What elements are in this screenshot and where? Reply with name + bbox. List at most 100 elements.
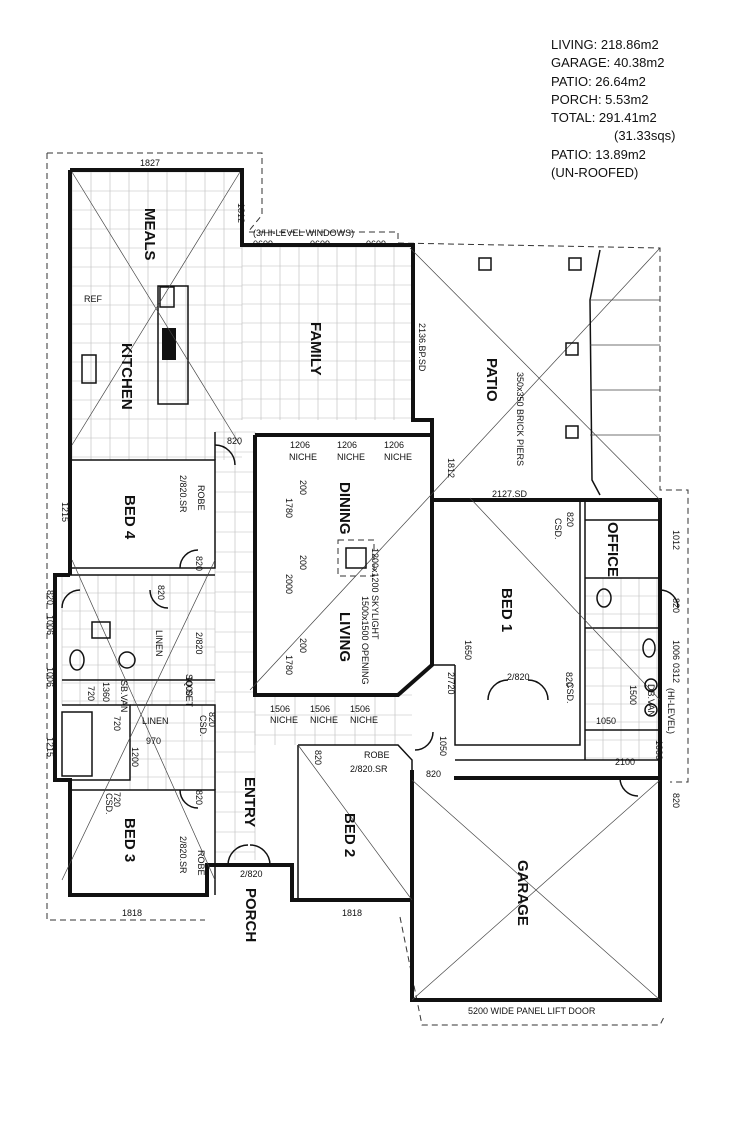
csd-label-3: CSD. bbox=[104, 793, 114, 815]
room-dining: DINING bbox=[336, 482, 353, 535]
brick-pier bbox=[478, 257, 492, 271]
dim-820-bed3: 820 bbox=[194, 790, 204, 805]
dim-1360: 1360 bbox=[101, 682, 111, 702]
dim-1506-a: 1506 bbox=[270, 704, 290, 714]
dim-820-ens: 820 bbox=[564, 672, 574, 687]
dim-0312: 0312 bbox=[671, 663, 681, 683]
bp-sd-label: 2136.BP.SD bbox=[417, 323, 427, 372]
area-total: TOTAL: 291.41m2 bbox=[551, 110, 657, 125]
area-schedule: LIVING: 218.86m2 GARAGE: 40.38m2 PATIO: … bbox=[551, 37, 675, 180]
dim-820-wir: 820 bbox=[565, 512, 575, 527]
dim-1012: 1012 bbox=[671, 530, 681, 550]
dim-820-office: 820 bbox=[671, 598, 681, 613]
niche-label-4: NICHE bbox=[270, 715, 298, 725]
room-family: FAMILY bbox=[307, 322, 324, 376]
room-living: LIVING bbox=[336, 612, 353, 662]
dim-200-c: 200 bbox=[298, 638, 308, 653]
room-bed2: BED 2 bbox=[341, 813, 358, 857]
dim-0609-c: 0609 bbox=[366, 239, 386, 249]
sr-820-bed2: 2/820.SR bbox=[350, 764, 388, 774]
basin-icon bbox=[118, 651, 136, 669]
area-living: LIVING: 218.86m2 bbox=[551, 37, 659, 52]
dim-820-hall: 820 bbox=[207, 712, 217, 727]
dim-1006-a: 1006 bbox=[45, 615, 55, 635]
dim-1215-b: 1215 bbox=[45, 737, 55, 757]
annotations: REF ROBE ROBE ROBE LINEN LINEN (3/HI-LEV… bbox=[84, 228, 676, 1016]
dim-720-b: 720 bbox=[112, 716, 122, 731]
fixtures bbox=[69, 588, 658, 717]
dim-1780-b: 1780 bbox=[284, 655, 294, 675]
dim-1812-b: 1812 bbox=[446, 458, 456, 478]
dim-1000-b: 1000 bbox=[184, 676, 194, 696]
dim-820-kitchen: 820 bbox=[227, 436, 242, 446]
dim-820-bath: 820 bbox=[156, 585, 166, 600]
interior-walls bbox=[61, 285, 660, 900]
dim-1780-a: 1780 bbox=[284, 498, 294, 518]
brick-pier bbox=[565, 342, 579, 356]
dim-1500: 1500 bbox=[628, 685, 638, 705]
dimensions: 1827 1812 1812 0609 0609 0609 820 1206 1… bbox=[45, 158, 681, 918]
toilet-icon bbox=[642, 638, 656, 658]
toilet-icon bbox=[69, 649, 85, 671]
dim-1818-a: 1818 bbox=[122, 908, 142, 918]
brick-piers-label: 350x350 BRICK PIERS bbox=[515, 372, 525, 466]
garage-door-label: 5200 WIDE PANEL LIFT DOOR bbox=[468, 1006, 596, 1016]
linen-label-2: LINEN bbox=[142, 716, 169, 726]
sr-820-bed4: 2/820.SR bbox=[178, 475, 188, 513]
csd-label-4: CSD. bbox=[198, 715, 208, 737]
area-squares: (31.33sqs) bbox=[614, 128, 675, 143]
roof-lines bbox=[61, 171, 661, 1001]
laundry-tub-icon bbox=[91, 621, 111, 639]
toilet-icon bbox=[596, 588, 612, 608]
dim-2100: 2100 bbox=[615, 757, 635, 767]
room-office: OFFICE bbox=[604, 522, 621, 577]
area-patio-unroofed: PATIO: 13.89m2 bbox=[551, 147, 646, 162]
area-porch: PORCH: 5.53m2 bbox=[551, 92, 649, 107]
dim-0609-b: 0609 bbox=[310, 239, 330, 249]
linen-label-1: LINEN bbox=[154, 630, 164, 657]
dim-2-720: 2/720 bbox=[446, 672, 456, 695]
room-meals: MEALS bbox=[141, 208, 158, 261]
sb-van-label: SB.VAN bbox=[119, 680, 129, 712]
robe-label-bed2: ROBE bbox=[364, 750, 390, 760]
room-entry: ENTRY bbox=[241, 777, 258, 827]
dim-1215-a: 1215 bbox=[60, 502, 70, 522]
room-bed3: BED 3 bbox=[121, 818, 138, 862]
room-garage: GARAGE bbox=[514, 860, 531, 926]
sr-820-bed3: 2/820.SR bbox=[178, 836, 188, 874]
dim-1506-c: 1506 bbox=[350, 704, 370, 714]
hi-level-windows-label: (3/HI-LEVEL WINDOWS) bbox=[253, 228, 354, 238]
robe-label-bed3: ROBE bbox=[196, 850, 206, 876]
robe-label-bed4: ROBE bbox=[196, 485, 206, 511]
skylight bbox=[337, 539, 375, 577]
room-porch: PORCH bbox=[242, 888, 259, 942]
csd-label-1: CSD. bbox=[553, 518, 563, 540]
dim-2-820-porch: 2/820 bbox=[240, 869, 263, 879]
dim-2000: 2000 bbox=[284, 574, 294, 594]
dim-1006-b: 1006 bbox=[45, 667, 55, 687]
dim-720-a: 720 bbox=[86, 686, 96, 701]
room-kitchen: KITCHEN bbox=[118, 343, 135, 410]
niche-label-1: NICHE bbox=[289, 452, 317, 462]
room-patio: PATIO bbox=[483, 358, 500, 402]
dim-1506-b: 1506 bbox=[310, 704, 330, 714]
dim-1006-c: 1006 bbox=[671, 640, 681, 660]
dim-1206-c: 1206 bbox=[384, 440, 404, 450]
patio-edge bbox=[478, 249, 660, 496]
dim-1812-a: 1812 bbox=[236, 203, 246, 223]
niche-label-5: NICHE bbox=[310, 715, 338, 725]
dim-720-c: 720 bbox=[112, 792, 122, 807]
dim-2-820-linen: 2/820 bbox=[194, 632, 204, 655]
dim-1200: 1200 bbox=[130, 747, 140, 767]
niche-label-6: NICHE bbox=[350, 715, 378, 725]
dim-970: 970 bbox=[146, 736, 161, 746]
niche-label-2: NICHE bbox=[337, 452, 365, 462]
dim-1650: 1650 bbox=[463, 640, 473, 660]
opening-label: 1500x1500 OPENING bbox=[360, 596, 370, 685]
ref-label: REF bbox=[84, 294, 103, 304]
dim-820-garage-door: 820 bbox=[426, 769, 441, 779]
brick-pier bbox=[565, 425, 579, 439]
dim-1206-a: 1206 bbox=[290, 440, 310, 450]
dim-820-bed4: 820 bbox=[194, 556, 204, 571]
